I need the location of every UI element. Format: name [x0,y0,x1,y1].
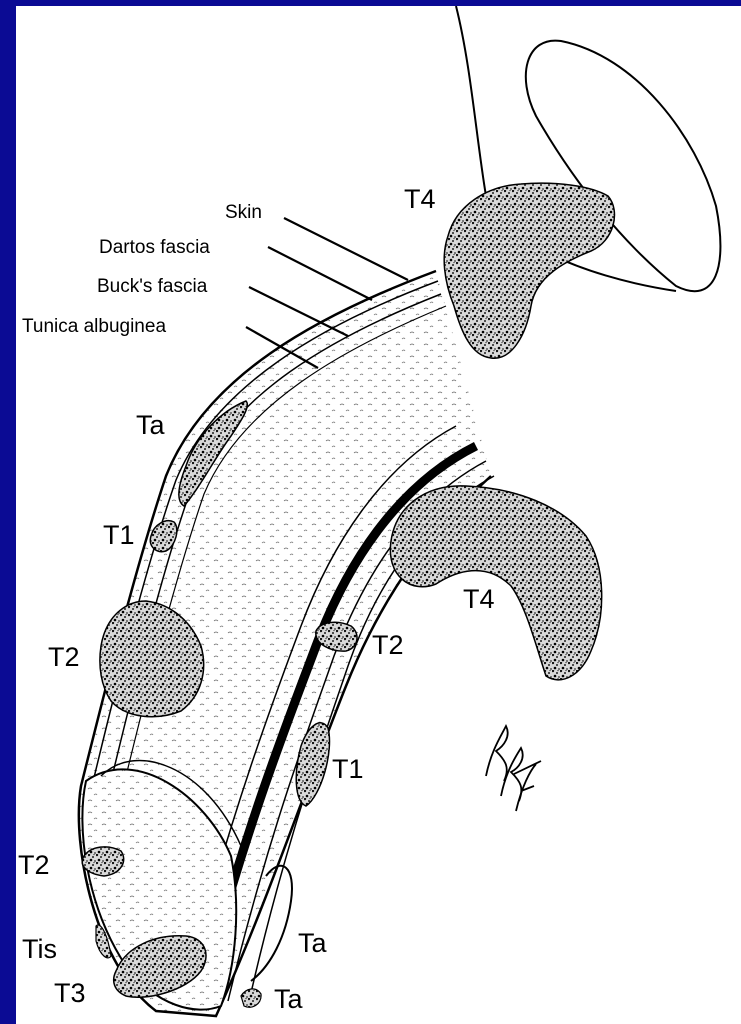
label-tis: Tis [22,936,57,963]
label-t2-left: T2 [48,644,80,671]
tumor-t2-glans [82,847,123,876]
label-t4-lower: T4 [463,586,495,613]
signature-rrf [486,726,541,811]
tumor-t4-lower [390,486,601,680]
tumor-ta-lower [241,989,261,1007]
label-t2-glans: T2 [18,852,50,879]
diagram-frame: Skin Dartos fascia Buck's fascia Tunica … [16,6,741,1024]
label-tunica-albuginea: Tunica albuginea [22,317,166,336]
label-bucks-fascia: Buck's fascia [97,277,207,296]
label-skin: Skin [225,203,262,222]
label-t1-upper: T1 [103,522,135,549]
label-dartos-fascia: Dartos fascia [99,238,210,257]
label-ta-upper: Ta [136,412,165,439]
label-t2-right: T2 [372,632,404,659]
penile-cancer-staging-diagram [16,6,741,1024]
label-ta-lower-1: Ta [298,930,327,957]
label-ta-lower-2: Ta [274,986,303,1013]
label-t4-upper: T4 [404,186,436,213]
label-t3: T3 [54,980,86,1007]
label-t1-right: T1 [332,756,364,783]
